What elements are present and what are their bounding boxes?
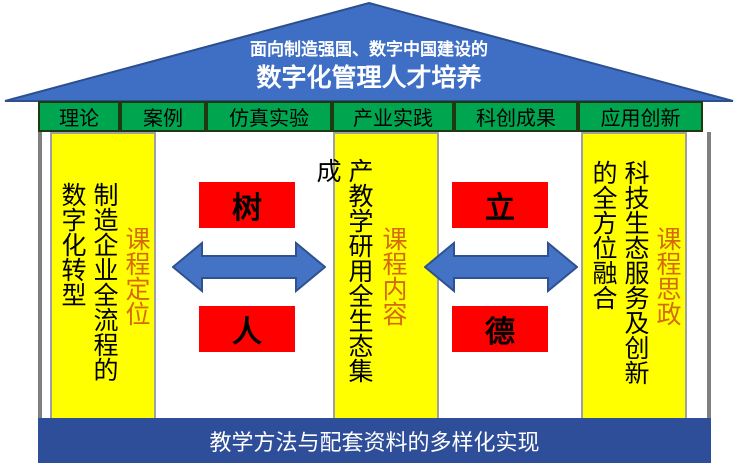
beam-item-theory: 理论 xyxy=(38,101,120,132)
box-li: 立 xyxy=(452,182,548,228)
box-ren: 人 xyxy=(199,306,295,352)
double-arrow-left xyxy=(172,241,326,293)
box-shu: 树 xyxy=(199,182,295,228)
pillar-right xyxy=(581,132,687,420)
right-edge xyxy=(707,132,711,420)
beam-item-research-results: 科创成果 xyxy=(454,101,578,132)
roof-title: 数字化管理人才培养 xyxy=(256,63,482,92)
double-arrow-right xyxy=(424,241,578,293)
beam-item-application-innovation: 应用创新 xyxy=(578,101,703,132)
foundation-base: 教学方法与配套资料的多样化实现 xyxy=(38,418,711,463)
pillar-left-text: 制造企业全流程的数字化转型 xyxy=(58,182,119,382)
pillar-right-text: 科技生态服务及创新的全方位融合 xyxy=(589,160,650,385)
pillar-left-tag: 课程定位 xyxy=(122,226,151,326)
pillar-middle-tag: 课程内容 xyxy=(379,226,408,326)
beam-item-industry-practice: 产业实践 xyxy=(332,101,454,132)
beam-item-case: 案例 xyxy=(120,101,206,132)
pillar-left xyxy=(50,132,156,420)
box-de: 德 xyxy=(452,306,548,352)
roof-subtitle: 面向制造强国、数字中国建设的 xyxy=(250,40,488,60)
left-edge xyxy=(38,132,42,420)
beam-item-simulation: 仿真实验 xyxy=(206,101,332,132)
pillar-middle-text: 产教学研用全生态集成 xyxy=(313,158,374,383)
pillar-right-tag: 课程思政 xyxy=(653,226,682,326)
